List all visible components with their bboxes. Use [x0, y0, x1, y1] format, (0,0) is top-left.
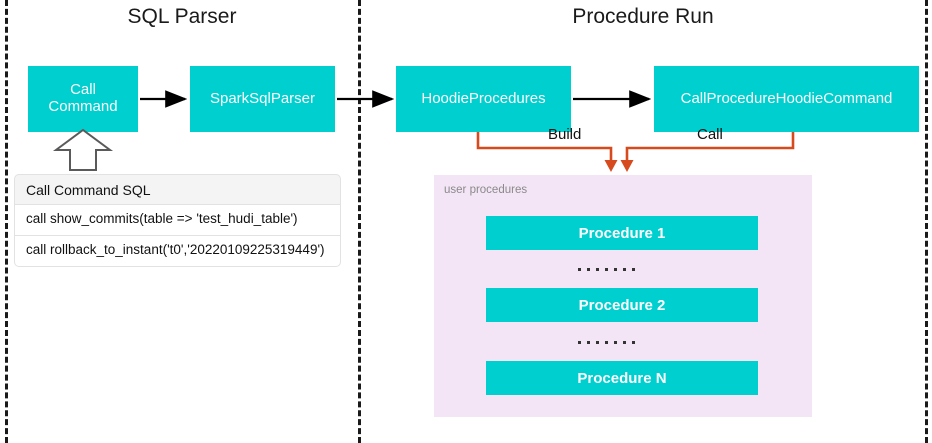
sql-table-row: call rollback_to_instant('t0','202201092…: [14, 236, 341, 267]
node-procedure-n-label: Procedure N: [577, 369, 667, 387]
node-call-procedure-hoodie-command-label: CallProcedureHoodieCommand: [680, 89, 893, 107]
sql-to-call-command-block-arrow-icon: [52, 128, 114, 171]
ellipsis-separator-2: [578, 341, 635, 344]
user-procedures-label: user procedures: [444, 184, 528, 196]
node-call-command-label: Call Command: [48, 81, 118, 115]
node-spark-sql-parser[interactable]: SparkSqlParser: [190, 66, 335, 132]
sql-table-row: call show_commits(table => 'test_hudi_ta…: [14, 205, 341, 236]
call-command-sql-table: Call Command SQL call show_commits(table…: [14, 174, 341, 267]
node-hoodie-procedures-label: HoodieProcedures: [421, 89, 546, 107]
edge-label-call: Call: [697, 126, 723, 143]
node-procedure-1-label: Procedure 1: [578, 224, 666, 242]
edge-build-connector: [476, 132, 613, 160]
node-call-procedure-hoodie-command[interactable]: CallProcedureHoodieCommand: [654, 66, 919, 132]
edge-call-arrowhead: [620, 160, 634, 172]
node-procedure-2-label: Procedure 2: [578, 296, 666, 314]
divider-left: [5, 0, 8, 443]
node-hoodie-procedures[interactable]: HoodieProcedures: [396, 66, 571, 132]
edge-label-build: Build: [548, 126, 582, 143]
node-procedure-n[interactable]: Procedure N: [486, 361, 758, 395]
node-call-command[interactable]: Call Command: [28, 66, 138, 132]
divider-middle: [358, 0, 361, 443]
sql-table-header: Call Command SQL: [14, 174, 341, 205]
node-procedure-2[interactable]: Procedure 2: [486, 288, 758, 322]
edge-build-arrowhead: [604, 160, 618, 172]
section-title-procedure-run: Procedure Run: [572, 5, 714, 28]
section-title-sql-parser: SQL Parser: [127, 5, 237, 28]
divider-right: [925, 0, 928, 443]
ellipsis-separator-1: [578, 268, 635, 271]
node-spark-sql-parser-label: SparkSqlParser: [209, 89, 316, 107]
node-procedure-1[interactable]: Procedure 1: [486, 216, 758, 250]
